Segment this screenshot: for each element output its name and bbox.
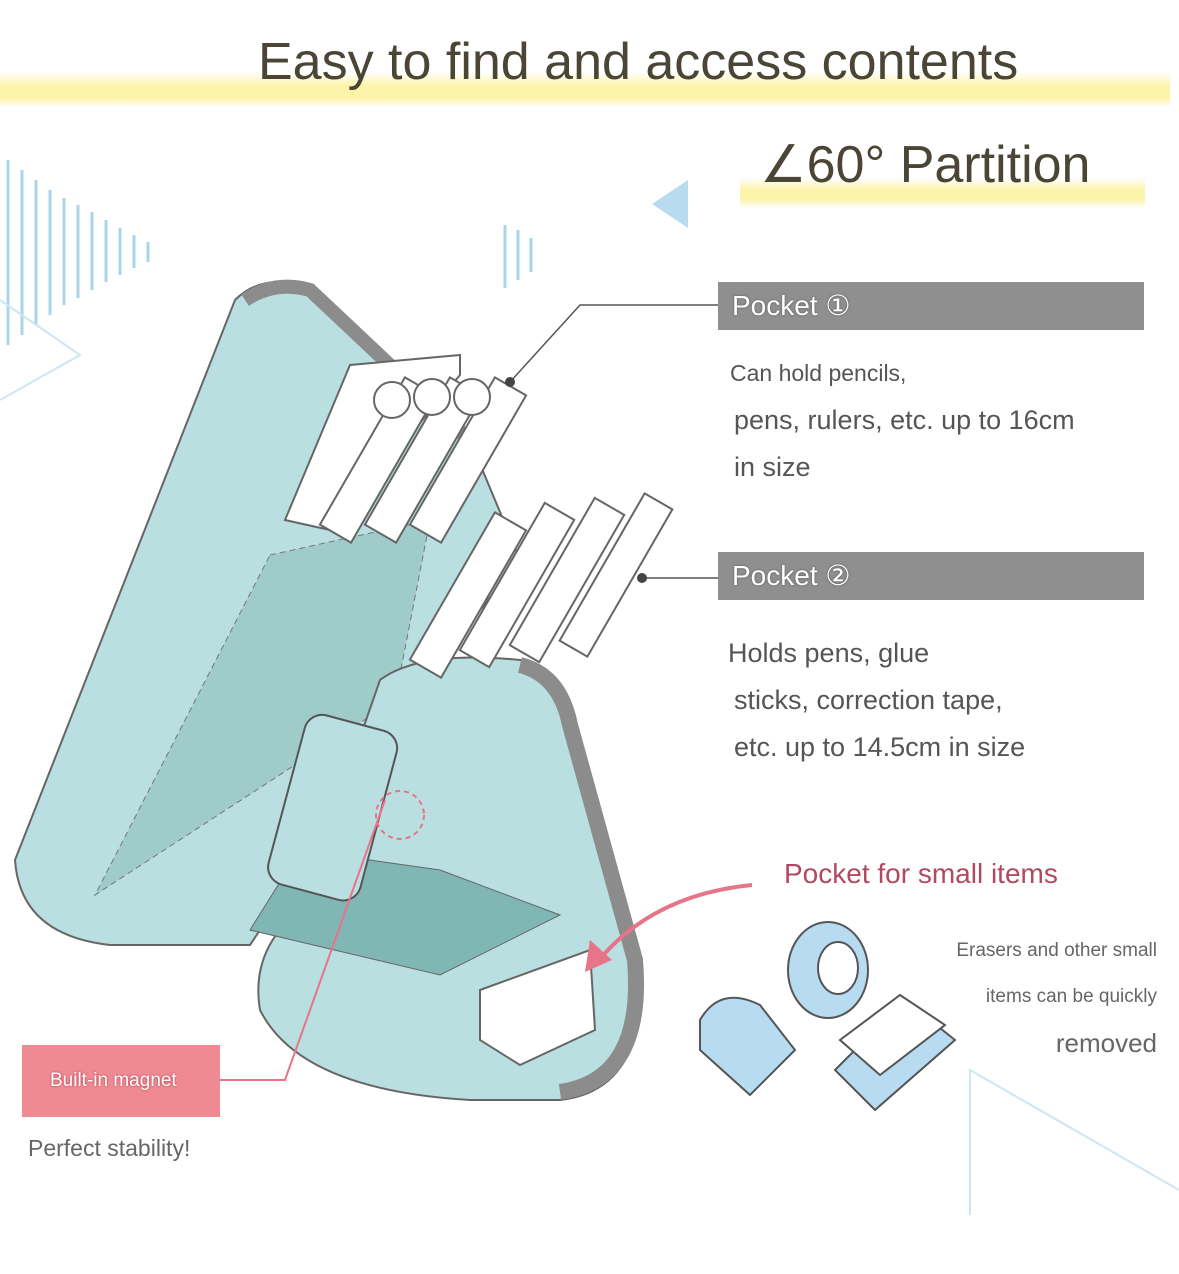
pocket-1-desc-line: pens, rulers, etc. up to 16cm	[734, 405, 1075, 435]
small-pocket-desc-line: Erasers and other small	[956, 940, 1157, 961]
pocket-1-desc-line: in size	[734, 452, 811, 482]
subtitle-highlight	[740, 178, 1145, 208]
title-highlight	[0, 72, 1170, 108]
pocket-2-desc-line: Holds pens, glue	[728, 638, 930, 668]
pocket-2-desc-line: sticks, correction tape,	[734, 685, 1003, 715]
small-pocket-desc-line: items can be quickly	[985, 986, 1157, 1007]
small-items-icons	[699, 921, 957, 1112]
pocket-2-description: Holds pens, glue sticks, correction tape…	[728, 630, 1025, 771]
small-pocket-description: Erasers and other small items can be qui…	[956, 928, 1157, 1066]
magnet-label: Built-in magnet	[22, 1045, 220, 1117]
small-pocket-desc-line: removed	[1055, 1028, 1157, 1058]
decorative-lines	[6, 160, 533, 345]
deco-triangle-right	[969, 1068, 1179, 1215]
pocket-2-label: Pocket ②	[718, 552, 1144, 600]
deco-triangle-left	[0, 299, 82, 401]
pocket-1-description: Can hold pencils, pens, rulers, etc. up …	[730, 350, 1075, 491]
small-pocket-label: Pocket for small items	[784, 858, 1058, 889]
magnet-caption: Perfect stability!	[28, 1135, 191, 1161]
pocket-1-label: Pocket ①	[718, 282, 1144, 330]
pocket-1-desc-line: Can hold pencils,	[730, 360, 907, 386]
partition-subtitle: ∠60° Partition	[760, 136, 1091, 194]
page-title: Easy to find and access contents	[258, 33, 1019, 91]
pocket-2-desc-line: etc. up to 14.5cm in size	[734, 732, 1026, 762]
deco-triangle-arrow	[652, 180, 688, 228]
